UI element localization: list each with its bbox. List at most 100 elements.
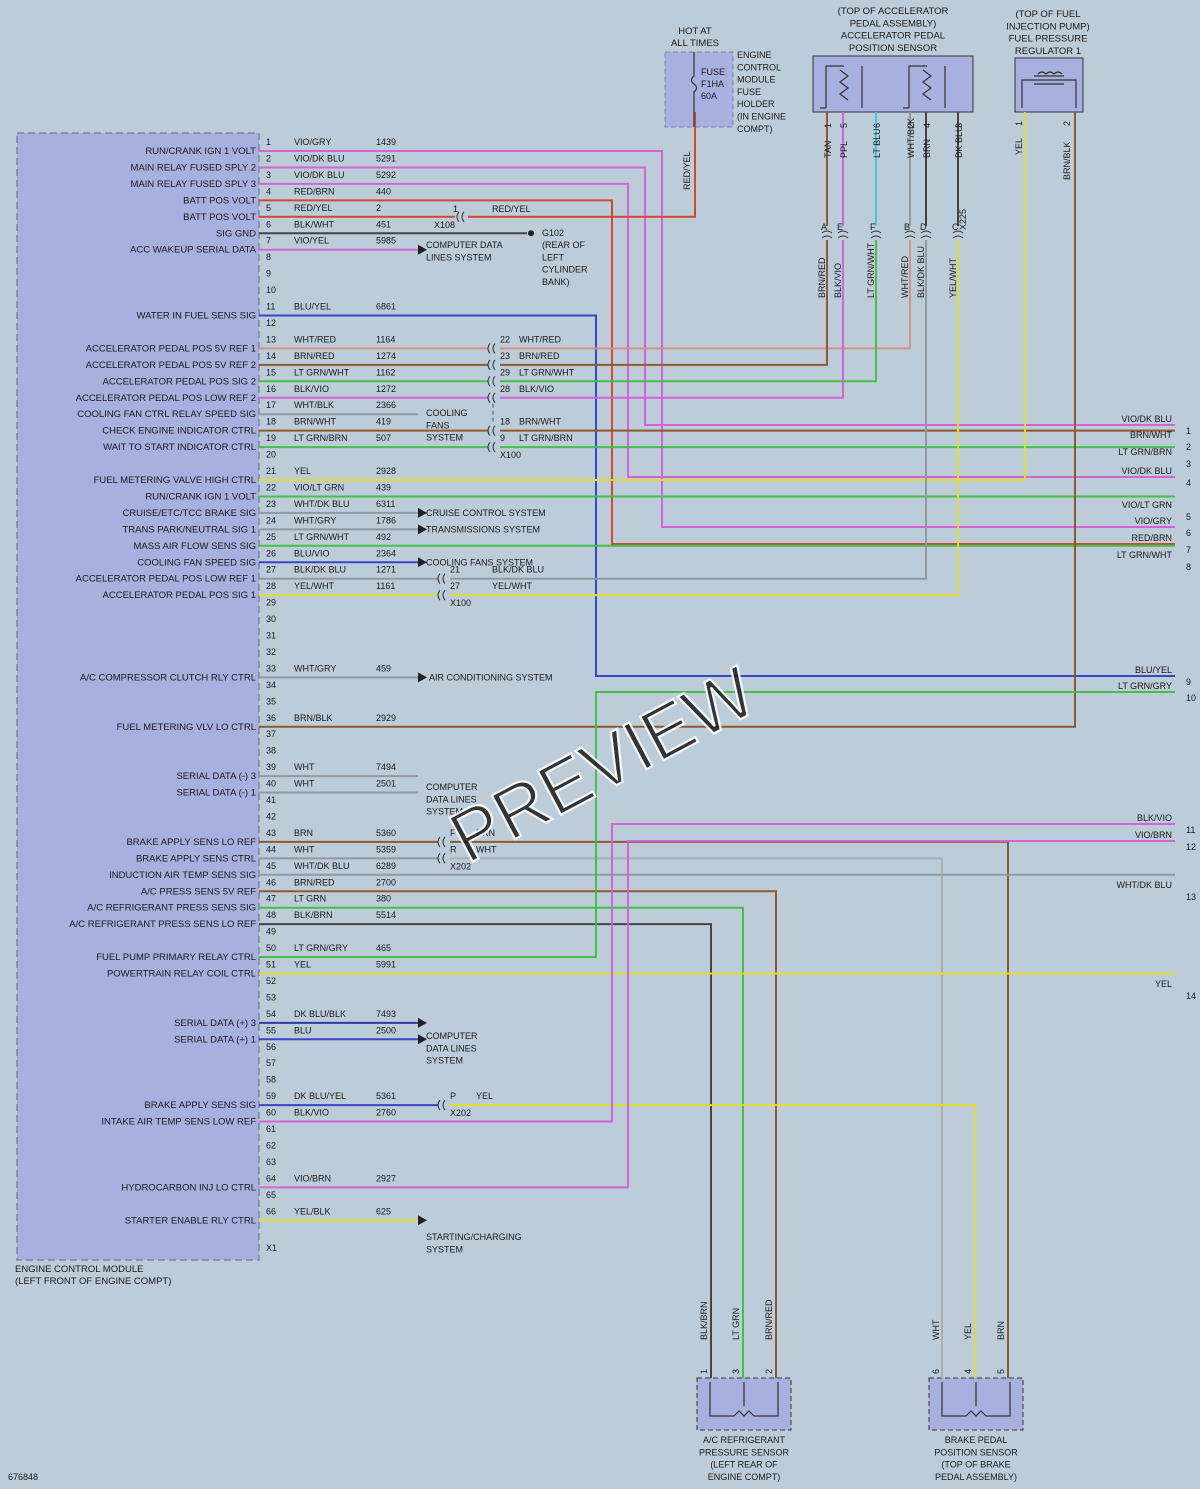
pin-number: 11: [266, 302, 275, 312]
pin-function-label: POWERTRAIN RELAY COIL CTRL: [107, 969, 256, 980]
wire-color-label: BRN/WHT: [294, 417, 336, 427]
wire-blk-dk-blu: [450, 240, 927, 580]
pin-number: 34: [266, 680, 276, 690]
accelerator-pedal-position-sensor: [812, 55, 974, 113]
connector-pin: R: [450, 844, 457, 854]
pin-number: 33: [266, 663, 276, 673]
pin-number: 12: [266, 318, 276, 328]
pin-number: 64: [266, 1173, 276, 1183]
pin-number: 5: [839, 123, 849, 128]
exit-number: 5: [1186, 512, 1191, 522]
pin-function-label: ACCELERATOR PEDAL POS 5V REF 1: [86, 343, 256, 354]
wire-brn: [450, 840, 1009, 1378]
system-label: DATA LINES: [426, 794, 477, 804]
pin-number: 1: [266, 137, 271, 147]
sensor-title: (TOP OF ACCELERATOR: [838, 6, 949, 17]
pin-function-label: FUEL METERING VALVE HIGH CTRL: [94, 475, 256, 486]
pin-number: 66: [266, 1206, 276, 1216]
pin-function-label: FUEL METERING VLV LO CTRL: [117, 722, 256, 733]
wire-vio-gry: [259, 150, 1175, 528]
exit-wire-label: VIO/DK BLU: [1121, 414, 1172, 424]
system-label: COMPUTER: [426, 1031, 478, 1041]
circuit-number: 2760: [376, 1108, 396, 1118]
regulator-title: REGULATOR 1: [1015, 46, 1081, 57]
wire-color-label: DK BLU: [954, 125, 964, 158]
wire-color-label: WHT/RED: [519, 334, 561, 344]
regulator-title: (TOP OF FUEL: [1015, 9, 1080, 20]
circuit-number: 440: [376, 186, 391, 196]
circuit-number: 1164: [376, 334, 395, 344]
wire-color-label: YEL: [963, 1323, 973, 1340]
wire-color-label: BLK/DK BLU: [294, 565, 346, 575]
pin-number: 2: [266, 153, 271, 163]
pin-number: 61: [266, 1124, 276, 1134]
circuit-number: 5361: [376, 1091, 396, 1101]
arrow-icon: [418, 524, 427, 535]
exit-number: 14: [1186, 991, 1196, 1001]
pin-function-label: SERIAL DATA (-) 3: [176, 771, 256, 782]
pin-number: 38: [266, 746, 276, 756]
pin-number: 20: [266, 450, 276, 460]
circuit-number: 1161: [376, 581, 395, 591]
connector-icon: [487, 425, 496, 436]
wire-blk-vio: [259, 823, 1175, 1123]
wire-lt-grn-gry: [259, 691, 1175, 959]
system-label: COOLING FANS SYSTEM: [426, 557, 533, 567]
wire-color-label: RED/YEL: [294, 203, 333, 213]
preview-watermark: PREVIEW: [437, 652, 768, 879]
wire-wht-red: [500, 240, 911, 350]
pin-number: 48: [266, 910, 276, 920]
exit-number: 3: [1186, 459, 1191, 469]
pin-number: 55: [266, 1025, 276, 1035]
exit-number: 8: [1186, 562, 1191, 572]
pin-number: 53: [266, 992, 276, 1002]
wire-color-label: WHT/BLK: [906, 118, 916, 158]
arrow-icon: [418, 1017, 427, 1028]
pin-function-label: ACCELERATOR PEDAL POS SIG 2: [103, 376, 256, 387]
pin-function-label: MAIN RELAY FUSED SPLY 2: [131, 162, 256, 173]
pin-number: 52: [266, 976, 276, 986]
circuit-number: 5359: [376, 844, 396, 854]
wire-color-label: WHT/DK BLU: [294, 861, 350, 871]
wire-color-label: YEL: [476, 1091, 493, 1101]
wire-color-label: WHT: [294, 779, 315, 789]
circuit-number: 5985: [376, 236, 396, 246]
system-label: SYSTEM: [426, 1244, 463, 1254]
pin-number: 13: [266, 334, 276, 344]
sensor-name: BRAKE PEDAL: [945, 1435, 1008, 1445]
wire-color-label: BRN: [922, 139, 932, 158]
exit-number: 6: [1186, 528, 1191, 538]
circuit-number: 7493: [376, 1009, 396, 1019]
wire-color-label: DK BLU/YEL: [294, 1091, 346, 1101]
pin-function-label: RUN/CRANK IGN 1 VOLT: [145, 491, 256, 502]
circuit-number: 2929: [376, 713, 396, 723]
circuit-number: 1271: [376, 565, 396, 575]
wire-color-label: WHT: [931, 1319, 941, 1340]
sensor-name: A/C REFRIGERANT: [703, 1435, 786, 1445]
circuit-number: 419: [376, 417, 391, 427]
pin-number: 62: [266, 1140, 276, 1150]
pin-number: 9: [266, 269, 271, 279]
pin-number: 41: [266, 795, 276, 805]
regulator-title: INJECTION PUMP): [1006, 21, 1089, 32]
pin-number: 30: [266, 614, 276, 624]
pin-function-label: WAIT TO START INDICATOR CTRL: [103, 442, 256, 453]
wire-color-label: BLK/BRN: [699, 1301, 709, 1340]
system-label: COMPUTER DATA: [426, 240, 503, 250]
pin-function-label: SERIAL DATA (+) 3: [174, 1018, 256, 1029]
exit-wire-label: VIO/DK BLU: [1121, 466, 1172, 476]
connector-pin: 22: [500, 334, 510, 344]
connector-icon: [904, 230, 916, 239]
ecm-name: (LEFT FRONT OF ENGINE COMPT): [15, 1276, 171, 1287]
wire-color-label: BLK/BRN: [294, 910, 333, 920]
circuit-number: 1786: [376, 515, 396, 525]
fuse-rating: 60A: [701, 91, 717, 101]
pin-number: 1: [823, 123, 833, 128]
exit-number: 7: [1186, 545, 1191, 555]
wire-color-label: TAN: [823, 141, 833, 158]
pin-number: 28: [266, 581, 276, 591]
connector-pin: 9: [500, 433, 505, 443]
fuse-holder-label: ENGINE: [737, 50, 772, 60]
connector-pin: D: [920, 222, 927, 232]
document-id: 676848: [8, 1472, 38, 1482]
